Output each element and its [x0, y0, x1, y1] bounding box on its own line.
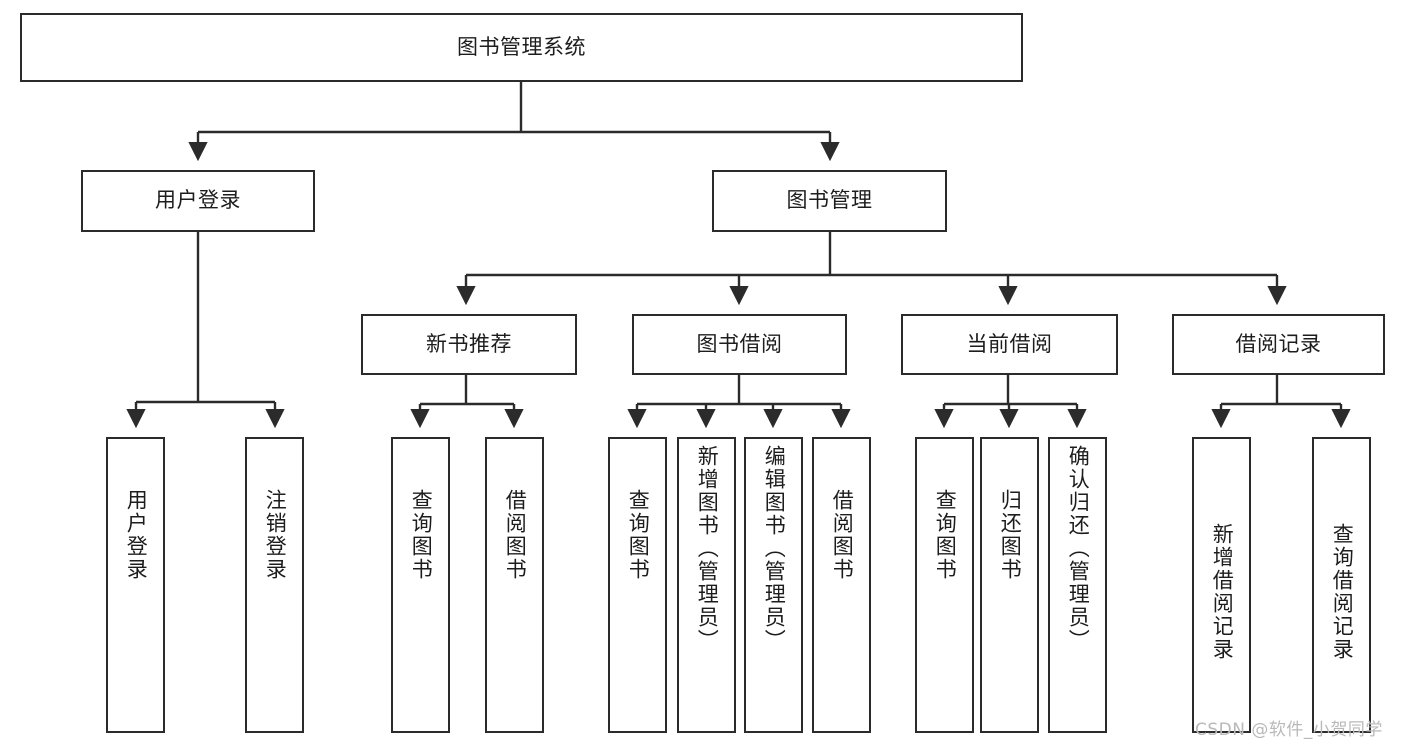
node-current-borrow[interactable]: 当前借阅: [901, 314, 1118, 375]
node-leaf-query-book-2[interactable]: 查询图书: [608, 437, 667, 733]
node-leaf-query-record-label: 查询借阅记录: [1330, 523, 1355, 661]
node-leaf-edit-book[interactable]: 编辑图书（管理员）: [744, 437, 803, 733]
node-leaf-logout-label: 注销登录: [263, 489, 288, 581]
node-new-book-rec[interactable]: 新书推荐: [361, 314, 577, 375]
node-leaf-borrow-book-1[interactable]: 借阅图书: [485, 437, 544, 733]
node-leaf-logout[interactable]: 注销登录: [245, 437, 304, 733]
node-user-login[interactable]: 用户登录: [81, 170, 315, 232]
node-book-manage[interactable]: 图书管理: [712, 170, 947, 232]
node-borrow-record-label: 借阅记录: [1235, 331, 1322, 356]
node-leaf-borrow-book-2[interactable]: 借阅图书: [812, 437, 871, 733]
node-borrow-record[interactable]: 借阅记录: [1172, 314, 1385, 375]
node-leaf-borrow-book-2-label: 借阅图书: [830, 489, 855, 581]
node-book-borrow[interactable]: 图书借阅: [632, 314, 847, 375]
node-leaf-add-record-label: 新增借阅记录: [1210, 523, 1235, 661]
node-leaf-add-book-label: 新增图书（管理员）: [695, 445, 720, 652]
node-root-label: 图书管理系统: [457, 34, 586, 59]
node-leaf-query-book-3-label: 查询图书: [933, 489, 958, 581]
node-leaf-user-login-label: 用户登录: [124, 489, 149, 581]
node-leaf-edit-book-label: 编辑图书（管理员）: [762, 445, 787, 652]
node-leaf-confirm-return-label: 确认归还（管理员）: [1066, 445, 1091, 652]
csdn-watermark: CSDN @软件_小贺同学: [1195, 720, 1383, 740]
node-current-borrow-label: 当前借阅: [966, 331, 1053, 356]
node-leaf-query-record[interactable]: 查询借阅记录: [1312, 437, 1371, 733]
node-user-login-label: 用户登录: [155, 188, 241, 213]
node-book-borrow-label: 图书借阅: [696, 331, 783, 356]
node-leaf-add-record[interactable]: 新增借阅记录: [1192, 437, 1251, 733]
node-leaf-query-book-3[interactable]: 查询图书: [915, 437, 974, 733]
node-root[interactable]: 图书管理系统: [20, 13, 1023, 82]
node-leaf-confirm-return[interactable]: 确认归还（管理员）: [1048, 437, 1107, 733]
node-leaf-query-book-2-label: 查询图书: [626, 489, 651, 581]
node-leaf-user-login[interactable]: 用户登录: [106, 437, 165, 733]
node-book-manage-label: 图书管理: [786, 188, 873, 213]
node-leaf-query-book-1[interactable]: 查询图书: [391, 437, 450, 733]
node-leaf-add-book[interactable]: 新增图书（管理员）: [677, 437, 736, 733]
node-new-book-rec-label: 新书推荐: [426, 331, 512, 356]
node-leaf-query-book-1-label: 查询图书: [409, 489, 434, 581]
node-leaf-borrow-book-1-label: 借阅图书: [503, 489, 528, 581]
node-leaf-return-book-label: 归还图书: [998, 489, 1023, 581]
node-leaf-return-book[interactable]: 归还图书: [980, 437, 1039, 733]
